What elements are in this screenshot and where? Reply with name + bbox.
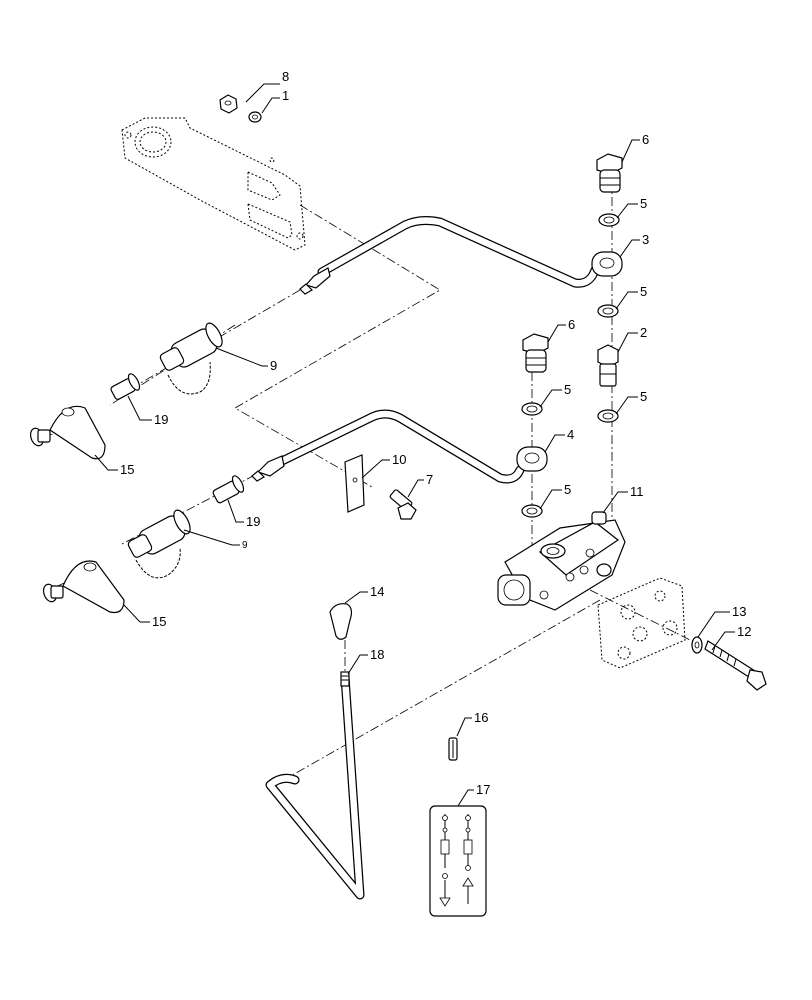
callout-7: 7 — [426, 472, 433, 487]
banjo-fitting-upper — [591, 251, 623, 277]
banjo-bolt-lower — [522, 333, 549, 373]
callout-leaders — [94, 83, 735, 807]
callout-5: 5 — [640, 389, 647, 404]
callout-12: 12 — [737, 624, 751, 639]
callout-8: 8 — [282, 69, 289, 84]
banjo-bolt-upper — [596, 153, 623, 193]
callout-13: 13 — [732, 604, 746, 619]
control-valve — [497, 511, 626, 611]
decal — [429, 805, 487, 917]
callout-17: 17 — [476, 782, 490, 797]
callout-numbers: 8 1 6 5 3 5 6 2 5 5 4 9 19 15 10 7 5 11 … — [120, 69, 751, 797]
hex-nut — [219, 94, 238, 114]
cap-screw — [389, 489, 417, 520]
dust-plug-upper — [110, 373, 141, 400]
o-rings — [521, 213, 620, 518]
callout-9: 9 — [242, 540, 248, 551]
lower-hydraulic-tube — [251, 409, 525, 484]
callout-6: 6 — [568, 317, 575, 332]
tethered-cap-lower — [42, 560, 125, 614]
dust-plug-lower — [212, 475, 245, 504]
lever-knob — [329, 603, 353, 640]
callout-5: 5 — [564, 482, 571, 497]
quick-coupler-upper — [159, 322, 223, 395]
lock-washer — [248, 111, 262, 123]
flat-washer — [691, 636, 703, 654]
callout-16: 16 — [474, 710, 488, 725]
callout-14: 14 — [370, 584, 384, 599]
callout-6: 6 — [642, 132, 649, 147]
callout-1: 1 — [282, 88, 289, 103]
callout-19: 19 — [154, 412, 168, 427]
callout-15: 15 — [152, 614, 166, 629]
callout-3: 3 — [642, 232, 649, 247]
callout-5: 5 — [564, 382, 571, 397]
callout-19: 19 — [246, 514, 260, 529]
clamp-plate — [344, 454, 365, 513]
adapter-fitting — [597, 344, 619, 387]
lever-rod — [265, 671, 365, 900]
callout-15: 15 — [120, 462, 134, 477]
long-bolt — [704, 640, 767, 691]
valve-mounting-plate — [597, 577, 686, 669]
callout-18: 18 — [370, 647, 384, 662]
callout-2: 2 — [640, 325, 647, 340]
callout-10: 10 — [392, 452, 406, 467]
quick-coupler-lower — [127, 509, 191, 579]
callout-5: 5 — [640, 196, 647, 211]
callout-11: 11 — [630, 484, 644, 499]
mounting-bracket — [121, 117, 306, 251]
banjo-fitting-lower — [516, 446, 548, 472]
callout-5: 5 — [640, 284, 647, 299]
tethered-cap-upper — [29, 405, 106, 460]
roll-pin — [448, 737, 458, 761]
callout-4: 4 — [567, 427, 574, 442]
callout-9: 9 — [270, 358, 277, 373]
upper-hydraulic-tube — [299, 216, 600, 295]
